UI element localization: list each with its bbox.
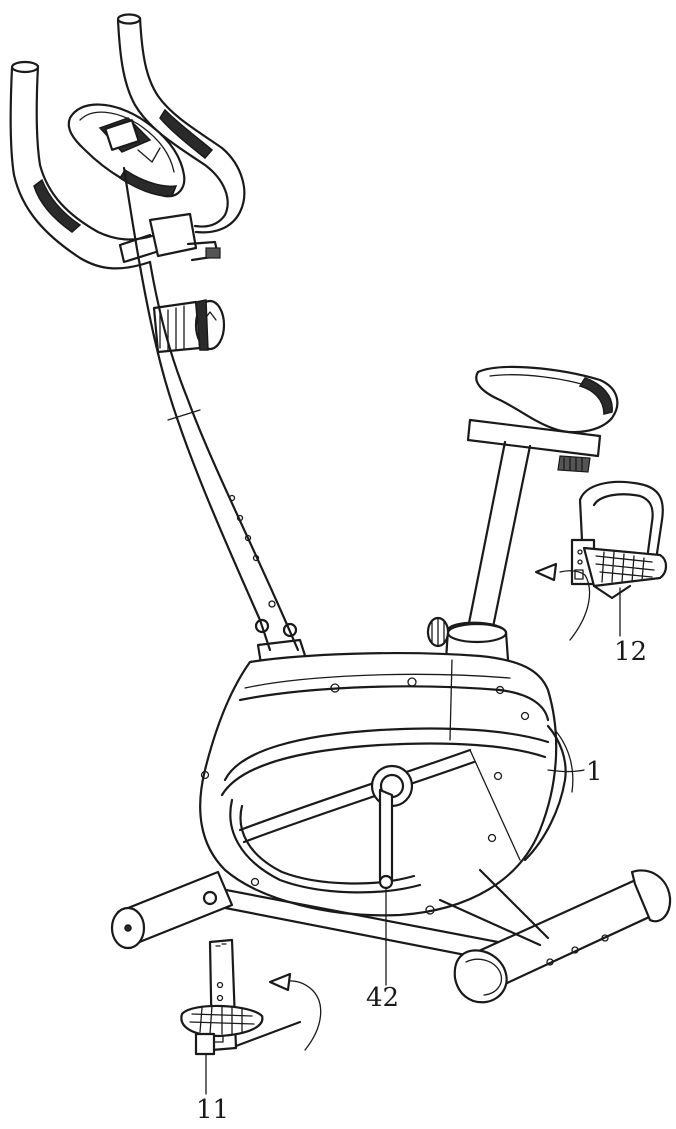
label-frame: 1 [586,757,603,787]
seat-post [426,440,532,670]
label-right-pedal: 12 [614,637,647,667]
label-left-pedal: 11 [196,1095,229,1125]
pedal-right [534,480,668,641]
handlebar [9,13,246,270]
base [110,868,672,1004]
handlebar-stem [122,166,310,672]
console [67,103,186,198]
callout-leaders [385,769,585,986]
seat [466,365,619,473]
pedal-left [180,938,322,1095]
tension-knob [152,299,226,354]
label-crank: 42 [366,983,399,1013]
